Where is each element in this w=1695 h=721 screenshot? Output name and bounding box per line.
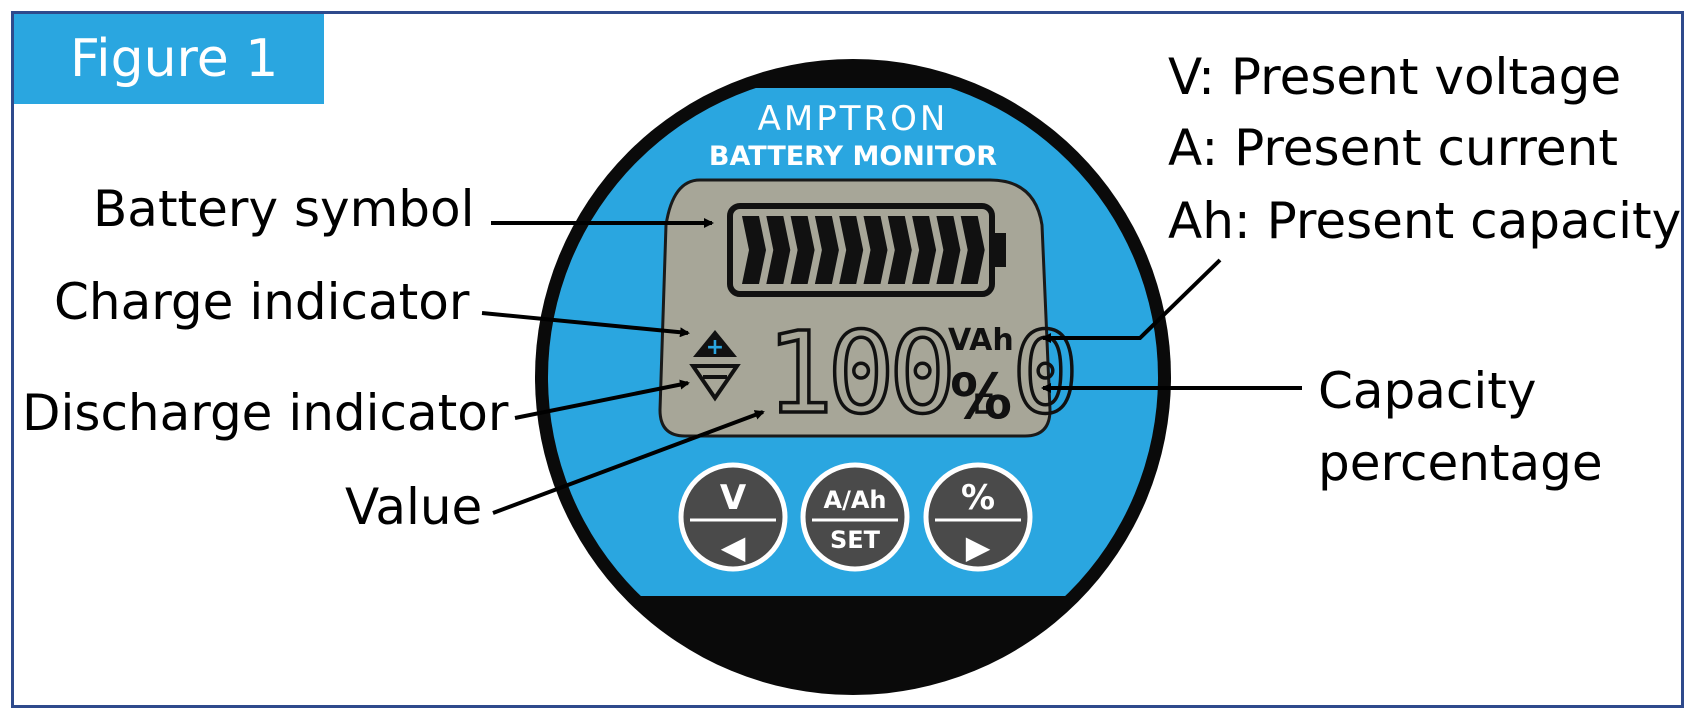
battery-bar (863, 216, 888, 284)
label-capacity-line2: percentage (1318, 434, 1603, 492)
label-battery-symbol: Battery symbol (93, 180, 475, 238)
leader-value (492, 410, 765, 515)
svg-text:+: + (706, 335, 724, 360)
label-discharge-indicator: Discharge indicator (22, 384, 509, 442)
brand-subtitle: BATTERY MONITOR (709, 141, 997, 172)
battery-bar (742, 216, 766, 284)
discharge-indicator-icon (689, 364, 741, 402)
button-percentage-label: % (961, 478, 995, 518)
right-arrow-icon: ▶ (966, 528, 991, 566)
brand-name: AMPTRON (758, 99, 949, 139)
button-percentage[interactable]: % ▶ (923, 462, 1033, 572)
charge-indicator-icon: + (693, 330, 737, 360)
battery-bar (766, 216, 791, 284)
button-current-capacity-set[interactable]: A/Ah SET (800, 462, 910, 572)
left-arrow-icon: ◀ (721, 528, 746, 566)
battery-bar (814, 216, 839, 284)
battery-bar (790, 216, 815, 284)
battery-bar (936, 216, 961, 284)
label-charge-indicator: Charge indicator (54, 273, 470, 331)
figure-label: Figure 1 (14, 14, 324, 104)
battery-bar (839, 216, 864, 284)
label-value: Value (345, 478, 483, 536)
legend-voltage: V: Present voltage (1168, 48, 1622, 106)
display-unit-vah: VAh (948, 323, 1014, 358)
button-current-label: A/Ah (824, 486, 887, 514)
button-voltage-label: V (720, 478, 747, 518)
label-capacity-line1: Capacity (1318, 362, 1537, 420)
leader-discharge-indicator (514, 379, 690, 420)
battery-bar (912, 216, 937, 284)
display-unit-percent: % (950, 360, 1012, 433)
display-value: 100.0 (766, 309, 1073, 439)
leader-vah (1041, 258, 1222, 343)
battery-bars (742, 216, 985, 284)
battery-icon (727, 203, 1006, 297)
battery-bar (887, 216, 912, 284)
legend-capacity: Ah: Present capacity (1168, 192, 1682, 250)
legend-current: A: Present current (1168, 119, 1618, 177)
leader-charge-indicator (481, 311, 690, 338)
button-voltage[interactable]: V ◀ (678, 462, 788, 572)
battery-bar (960, 216, 985, 284)
button-set-label: SET (830, 526, 881, 554)
